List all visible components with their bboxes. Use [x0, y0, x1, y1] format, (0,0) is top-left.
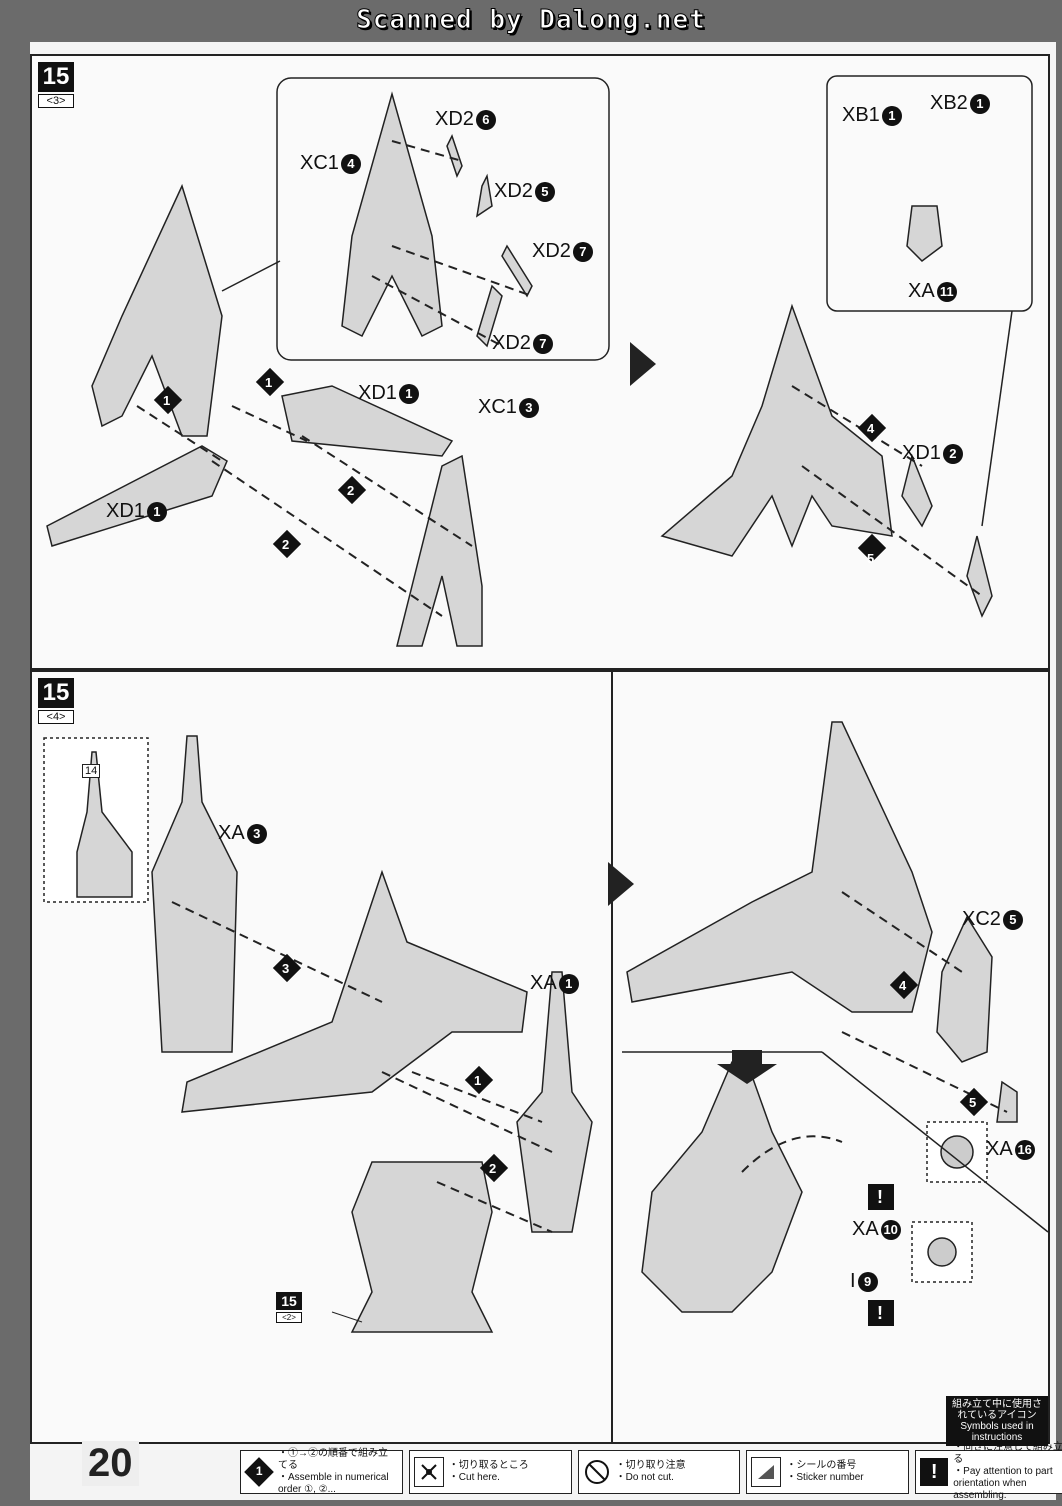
- svg-text:2: 2: [347, 483, 354, 498]
- legend-item-cut: ・切り取るところ・Cut here.: [408, 1450, 572, 1494]
- svg-text:1: 1: [474, 1073, 481, 1088]
- svg-text:5: 5: [867, 551, 874, 566]
- step4-drawing: 3 1 2 4 5 ! !: [43, 672, 1048, 1442]
- sticker-number: 14: [82, 764, 101, 778]
- scan-banner: Scanned by Dalong.net: [356, 5, 706, 36]
- svg-text:5: 5: [969, 1095, 976, 1110]
- svg-text:4: 4: [899, 978, 907, 993]
- sticker-icon: [751, 1457, 782, 1487]
- svg-text:4: 4: [867, 421, 875, 436]
- ref-step-badge: 15<2>: [276, 1292, 302, 1323]
- svg-text:!: !: [877, 1187, 883, 1207]
- caution-icon: !: [920, 1458, 949, 1486]
- step-panel-3: 15<3>: [30, 54, 1050, 670]
- instruction-sheet: 15<3>: [30, 42, 1062, 1501]
- cut-here-icon: [413, 1457, 444, 1487]
- svg-text:1: 1: [265, 375, 272, 390]
- svg-text:2: 2: [282, 537, 289, 552]
- legend-item-order: 1 ・①→②の順番で組み立てる・Assemble in numerical or…: [240, 1448, 403, 1495]
- page-number: 20: [82, 1441, 139, 1486]
- symbol-legend: 1 ・①→②の順番で組み立てる・Assemble in numerical or…: [240, 1442, 1062, 1501]
- next-arrow: [630, 342, 656, 386]
- step-badge: 15<4>: [38, 678, 74, 724]
- svg-text:3: 3: [282, 961, 289, 976]
- svg-text:!: !: [877, 1303, 883, 1323]
- legend-item-sticker: ・シールの番号・Sticker number: [746, 1450, 910, 1494]
- next-arrow: [608, 862, 634, 906]
- do-not-cut-icon: [583, 1458, 611, 1486]
- step-panel-4: 15<4>: [30, 670, 1050, 1444]
- legend-item-orientation: ! ・向きに注意して組み立てる・Pay attention to part or…: [915, 1442, 1062, 1501]
- frame-part: [91, 183, 223, 437]
- step-badge: 15<3>: [38, 62, 74, 108]
- step-arrow-badge: 1: [163, 393, 170, 408]
- step3-drawing: 1 1 2 2 4 5: [46, 75, 1033, 647]
- legend-item-nocut: ・切り取り注意・Do not cut.: [577, 1450, 741, 1494]
- step-order-icon: 1: [244, 1457, 274, 1487]
- svg-text:2: 2: [489, 1161, 496, 1176]
